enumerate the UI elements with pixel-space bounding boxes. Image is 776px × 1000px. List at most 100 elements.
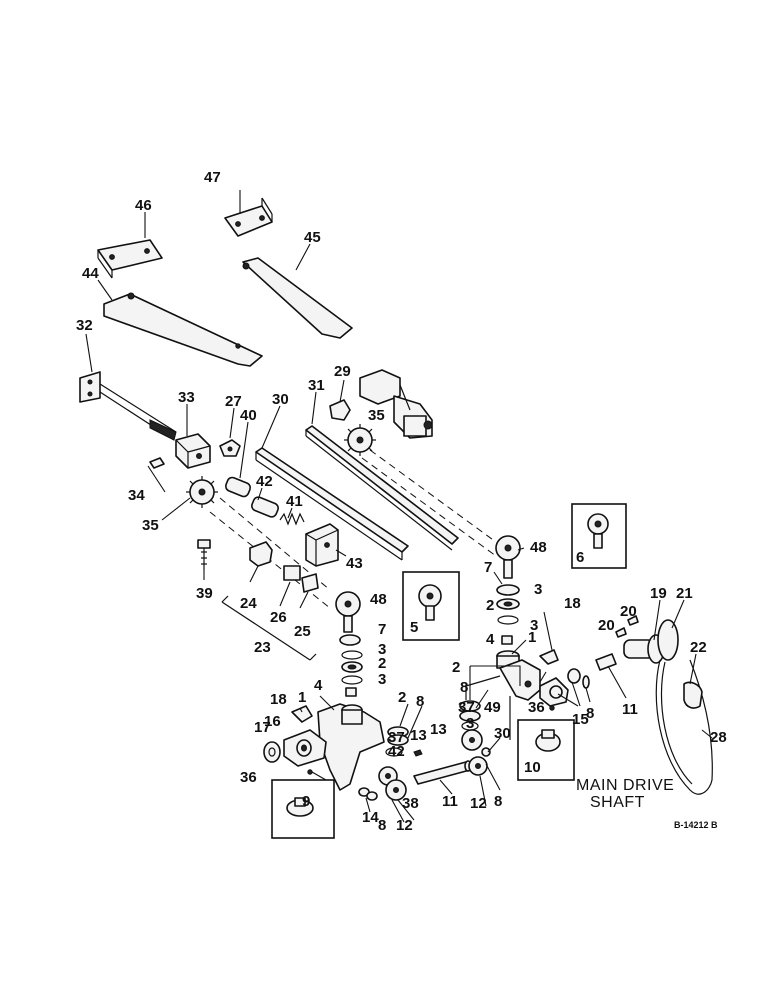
sprocket-35-right xyxy=(344,424,376,456)
key-20b xyxy=(627,615,639,626)
callout-19: 19 xyxy=(650,585,667,602)
bushing-4-right xyxy=(501,635,513,645)
callout-8-a: 8 xyxy=(416,693,424,710)
callout-2-c: 2 xyxy=(452,659,460,676)
clip-18-left xyxy=(291,705,313,723)
callout-35-right: 35 xyxy=(368,407,385,424)
collar-14 xyxy=(358,787,378,801)
tube-11-right xyxy=(595,653,617,671)
bearing-2-right xyxy=(496,598,520,610)
callout-1-left: 1 xyxy=(298,689,306,706)
dot-36-left xyxy=(307,769,313,775)
main-drive-label-line1: MAIN DRIVE xyxy=(576,777,674,794)
callout-9: 9 xyxy=(302,793,310,810)
callout-36-left: 36 xyxy=(240,769,257,786)
callout-32: 32 xyxy=(76,317,93,334)
callout-27: 27 xyxy=(225,393,242,410)
callout-2-a: 2 xyxy=(486,597,494,614)
clip-25 xyxy=(301,573,319,593)
callout-45: 45 xyxy=(304,229,321,246)
callout-2-d: 2 xyxy=(398,689,406,706)
callout-11-mid: 11 xyxy=(442,793,458,810)
bolt-34 xyxy=(149,457,165,469)
rod-32 xyxy=(79,371,177,441)
callout-41: 41 xyxy=(286,493,303,510)
callout-13-right: 13 xyxy=(430,721,447,738)
callout-49: 49 xyxy=(484,699,501,716)
shield-plate-46 xyxy=(97,239,163,279)
callout-44: 44 xyxy=(82,265,99,282)
ring-37-mid xyxy=(385,747,403,757)
latch-24 xyxy=(249,541,273,567)
callout-48-left: 48 xyxy=(370,591,387,608)
callout-12-right: 12 xyxy=(470,795,487,812)
callout-7-left: 7 xyxy=(378,621,386,638)
callout-42: 42 xyxy=(256,473,273,490)
callout-20b: 20 xyxy=(598,617,615,634)
shield-plate-47 xyxy=(224,197,273,237)
washer-7-left xyxy=(339,634,361,646)
callout-3-e: 3 xyxy=(466,715,474,732)
callout-1-right: 1 xyxy=(528,629,536,646)
callout-12-left: 12 xyxy=(396,817,413,834)
callout-16: 16 xyxy=(264,713,281,730)
flange-15 xyxy=(539,668,581,707)
bracket-23 xyxy=(221,595,317,661)
sprocket-shaft-48-right xyxy=(495,535,521,579)
callout-37-right: 37 xyxy=(458,699,475,716)
washer-7-right xyxy=(496,584,520,596)
callout-3-a: 3 xyxy=(534,581,542,598)
callout-22: 22 xyxy=(690,639,707,656)
bearing-2-mid xyxy=(387,726,409,746)
drawing-id: B-14212 B xyxy=(674,820,718,830)
callout-14: 14 xyxy=(362,809,379,826)
callout-3-b: 3 xyxy=(530,617,538,634)
inset-box-6 xyxy=(571,503,627,569)
ring-3-left-a xyxy=(341,650,363,660)
callout-18-left: 18 xyxy=(270,691,287,708)
callout-4-right: 4 xyxy=(486,631,495,648)
callout-20a: 20 xyxy=(620,603,637,620)
callout-35-left: 35 xyxy=(142,517,159,534)
callout-21: 21 xyxy=(676,585,693,602)
callout-34: 34 xyxy=(128,487,145,504)
cover-45 xyxy=(242,257,353,339)
callout-11-right: 11 xyxy=(622,701,638,718)
gear-12-right xyxy=(468,756,488,776)
callout-47: 47 xyxy=(204,169,221,186)
gear-housing-1-left xyxy=(317,703,385,791)
callout-48-right: 48 xyxy=(530,539,547,556)
callout-17: 17 xyxy=(254,719,271,736)
inset-box-5 xyxy=(402,571,460,641)
bolt-39 xyxy=(197,539,211,570)
callout-23: 23 xyxy=(254,639,271,656)
clip-27 xyxy=(219,439,241,457)
chain-28 xyxy=(655,659,713,795)
callout-8-c: 8 xyxy=(378,817,386,834)
callout-4-left: 4 xyxy=(314,677,323,694)
washer-30 xyxy=(481,747,491,757)
callout-42-mid: 42 xyxy=(388,743,405,760)
callout-46: 46 xyxy=(135,197,152,214)
callout-18-right: 18 xyxy=(564,595,581,612)
gearbox-upper xyxy=(359,369,433,439)
sprocket-21 xyxy=(657,619,679,661)
callout-3-d: 3 xyxy=(378,671,386,688)
bearing-17 xyxy=(263,741,281,763)
callout-labels: 46 47 45 44 32 29 33 27 30 31 35 40 34 4… xyxy=(76,169,727,834)
bearing-2-left xyxy=(341,661,363,673)
callout-33: 33 xyxy=(178,389,195,406)
spring-41 xyxy=(279,512,305,526)
callout-26: 26 xyxy=(270,609,287,626)
callout-8-e: 8 xyxy=(586,705,594,722)
coupler-22 xyxy=(683,681,703,709)
callout-38: 38 xyxy=(402,795,419,812)
block-26 xyxy=(283,565,301,581)
callout-24: 24 xyxy=(240,595,257,612)
block-33 xyxy=(175,433,211,469)
ring-3-right xyxy=(497,615,519,625)
tube-42 xyxy=(251,496,279,518)
bar-30 xyxy=(255,447,409,561)
bushing-4-left xyxy=(345,687,357,697)
